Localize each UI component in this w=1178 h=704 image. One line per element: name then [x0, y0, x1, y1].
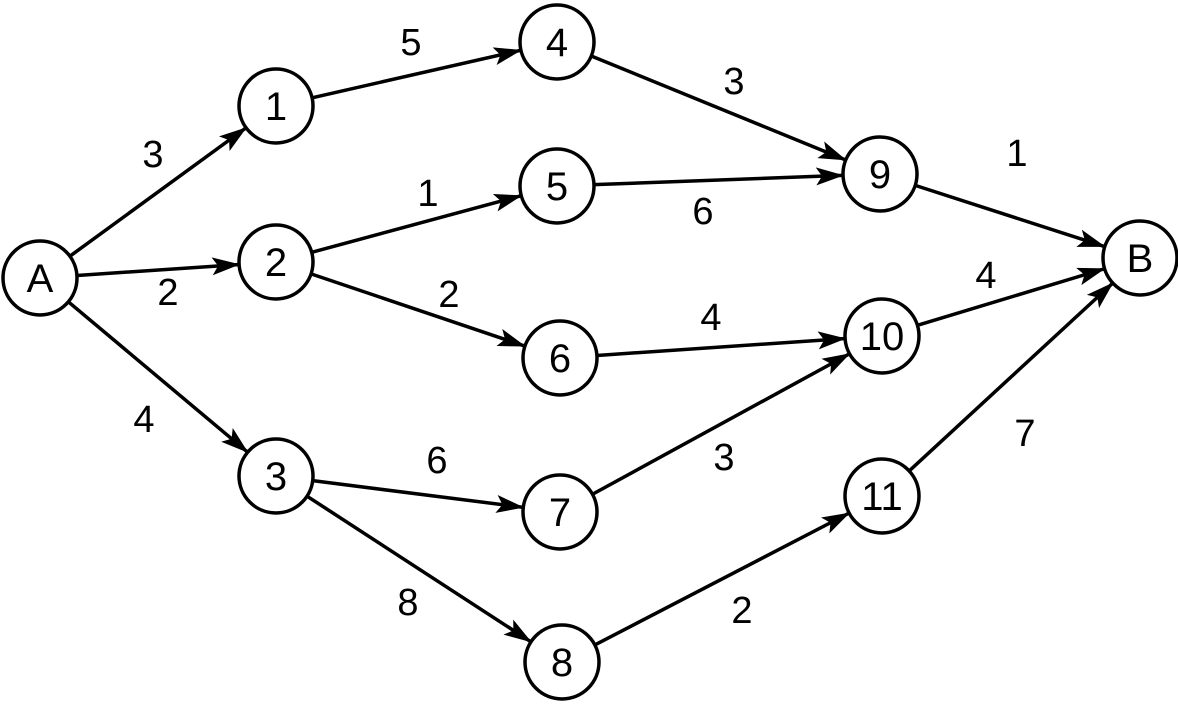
node-9: 9 [841, 135, 919, 213]
edge-weight-6-to-10: 4 [700, 297, 721, 339]
node-circle-10 [843, 297, 921, 375]
node-2: 2 [237, 223, 315, 301]
node-label-6: 6 [549, 337, 571, 381]
node-3: 3 [237, 437, 315, 515]
edge-arrow-11-to-B [908, 282, 1114, 473]
edge-arrow-9-to-B [914, 183, 1106, 248]
node-circle-1 [237, 67, 315, 145]
node-circle-B [1101, 219, 1178, 297]
node-circle-4 [518, 3, 596, 81]
edge-weight-10-to-B: 4 [975, 255, 996, 297]
node-label-4: 4 [546, 21, 568, 65]
node-8: 8 [523, 623, 601, 701]
edge-arrow-1-to-4 [311, 47, 522, 100]
edge-arrow-4-to-9 [590, 54, 847, 162]
node-1: 1 [237, 67, 315, 145]
edge-weight-A-to-3: 4 [133, 399, 154, 441]
node-10: 10 [843, 297, 921, 375]
edge-weight-9-to-B: 1 [1006, 133, 1027, 175]
node-A: A [1, 239, 79, 317]
node-circle-9 [841, 135, 919, 213]
edge-weight-5-to-9: 6 [692, 191, 713, 233]
node-circle-6 [521, 319, 599, 397]
edge-weight-1-to-4: 5 [400, 22, 421, 64]
node-label-10: 10 [860, 315, 905, 359]
node-7: 7 [521, 473, 599, 551]
edge-weight-3-to-8: 8 [397, 582, 418, 624]
edge-arrow-8-to-11 [594, 511, 851, 647]
node-label-2: 2 [265, 241, 287, 285]
edge-weight-3-to-7: 6 [426, 440, 447, 482]
node-label-5: 5 [546, 165, 568, 209]
edge-arrow-A-to-2 [76, 257, 241, 278]
edge-weight-11-to-B: 7 [1014, 413, 1035, 455]
node-circle-2 [237, 223, 315, 301]
node-circle-5 [518, 147, 596, 225]
edge-arrow-A-to-1 [68, 126, 247, 258]
edges-layer [67, 47, 1114, 647]
edge-weight-4-to-9: 3 [723, 61, 744, 103]
node-5: 5 [518, 147, 596, 225]
node-circle-8 [523, 623, 601, 701]
edge-arrow-3-to-7 [312, 478, 525, 513]
node-label-11: 11 [861, 475, 903, 519]
node-label-8: 8 [551, 641, 573, 685]
edge-weight-A-to-1: 3 [142, 134, 163, 176]
node-circle-3 [237, 437, 315, 515]
node-label-A: A [27, 257, 54, 301]
edge-arrow-7-to-10 [591, 352, 851, 496]
node-label-3: 3 [265, 455, 287, 499]
edge-weight-2-to-6: 2 [438, 274, 459, 316]
node-label-9: 9 [869, 153, 891, 197]
node-B: B [1101, 219, 1178, 297]
node-circle-11 [843, 457, 921, 535]
node-label-B: B [1127, 237, 1154, 281]
node-circle-7 [521, 473, 599, 551]
node-label-7: 7 [549, 491, 571, 535]
node-11: 11 [843, 457, 921, 535]
node-4: 4 [518, 3, 596, 81]
edge-weight-2-to-5: 1 [417, 173, 438, 215]
edge-arrow-6-to-10 [596, 331, 847, 358]
edge-weight-8-to-11: 2 [731, 590, 752, 632]
edge-weight-A-to-2: 2 [157, 272, 178, 314]
edge-weights-layer: 3 2 4 5 1 2 6 8 3 6 4 3 2 1 4 7 [133, 22, 1035, 632]
edge-arrow-2-to-6 [310, 272, 526, 348]
node-circle-A [1, 239, 79, 317]
node-label-1: 1 [265, 85, 287, 129]
edge-weight-7-to-10: 3 [713, 437, 734, 479]
node-6: 6 [521, 319, 599, 397]
edge-arrow-2-to-5 [311, 194, 523, 255]
edge-arrow-5-to-9 [593, 167, 845, 187]
edge-arrow-3-to-8 [306, 494, 532, 643]
edge-arrow-10-to-B [916, 267, 1106, 327]
edge-arrow-A-to-3 [67, 300, 249, 453]
